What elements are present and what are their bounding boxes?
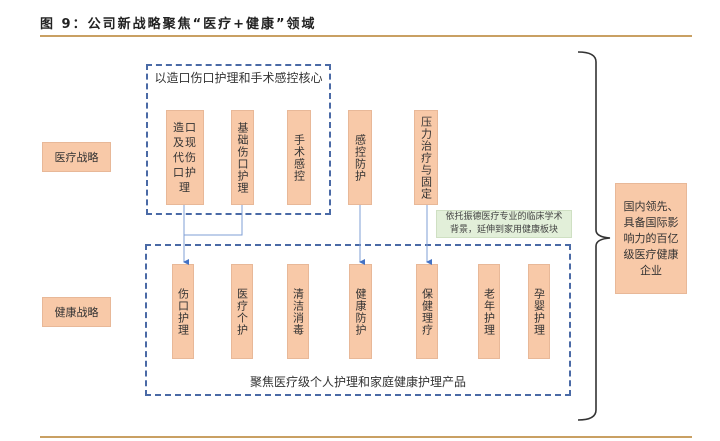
item-cleaning-disinfection: 清洁消毒 bbox=[287, 264, 309, 359]
bottom-rule bbox=[40, 436, 692, 438]
item-health-protection: 健康防护 bbox=[349, 264, 372, 359]
figure-title: 图 9：公司新战略聚焦“医疗+健康”领域 bbox=[40, 17, 317, 32]
item-pressure-therapy: 压力治疗与固定 bbox=[414, 110, 438, 205]
bottom-group-caption: 聚焦医疗级个人护理和家庭健康护理产品 bbox=[249, 375, 466, 389]
brace bbox=[577, 51, 611, 421]
item-elderly-care: 老年护理 bbox=[478, 264, 500, 359]
item-basic-wound-care: 基础伤口护理 bbox=[231, 110, 254, 205]
medical-strategy-label: 医疗战略 bbox=[42, 142, 111, 172]
top-rule bbox=[40, 35, 692, 37]
item-infection-protection: 感控防护 bbox=[348, 110, 372, 205]
note-box: 依托振德医疗专业的临床学术背景，延伸到家用健康板块 bbox=[436, 210, 572, 238]
top-group-caption: 以造口伤口护理和手术感控核心 bbox=[154, 71, 323, 85]
bottom-group-frame bbox=[145, 244, 571, 396]
item-maternal-infant-care: 孕婴护理 bbox=[528, 264, 550, 359]
top-group-frame bbox=[146, 64, 331, 215]
item-physiotherapy: 保健理疗 bbox=[416, 264, 438, 359]
item-surgical-infection-control: 手术感控 bbox=[287, 110, 311, 205]
item-medical-personal-care: 医疗个护 bbox=[231, 264, 253, 359]
goal-box: 国内领先、具备国际影响力的百亿级医疗健康企业 bbox=[615, 183, 687, 294]
connector-basic-wound bbox=[184, 205, 243, 236]
item-wound-care: 伤口护理 bbox=[172, 264, 194, 359]
health-strategy-label: 健康战略 bbox=[42, 297, 111, 327]
item-ostomy-wound-care: 造口及现代伤口护理 bbox=[166, 110, 204, 205]
